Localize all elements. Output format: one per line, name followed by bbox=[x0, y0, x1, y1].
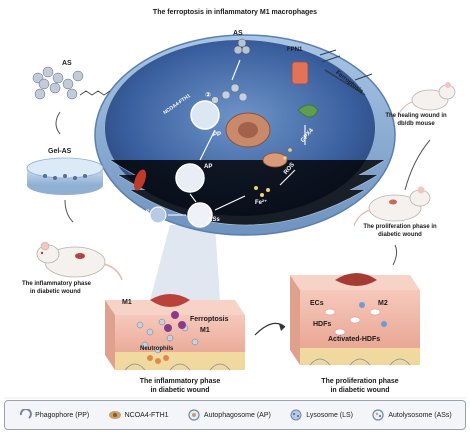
ncoa4-fth1-icon bbox=[108, 411, 121, 419]
arrow-inflam-to-prolif bbox=[254, 322, 286, 336]
inflam-caption-line1: The inflammatory phase bbox=[139, 378, 221, 385]
prolif-mouse-line1: The proliferation phase in bbox=[363, 224, 437, 230]
autolysosome-icon bbox=[372, 409, 384, 421]
legend-label: Phagophore (PP) bbox=[35, 411, 90, 419]
m2-label: M2 bbox=[378, 300, 388, 307]
legend-item-lysosome: Lysosome (LS) bbox=[289, 409, 353, 421]
legend-label: NCOA4-FTH1 bbox=[124, 411, 169, 419]
phagophore bbox=[190, 100, 220, 130]
legend-item-autolysosome: Autolysosome (ASs) bbox=[371, 409, 452, 421]
legend-item-autophagosome: Autophagosome (AP) bbox=[187, 409, 271, 421]
red-organelle bbox=[133, 169, 147, 191]
fe-label: Fe²⁺ bbox=[255, 200, 268, 206]
ferroptosis-arrow bbox=[324, 69, 366, 96]
autolysosome bbox=[187, 202, 213, 228]
diagram-title: The ferroptosis in inflammatory M1 macro… bbox=[152, 9, 318, 16]
legend-label: Lysosome (LS) bbox=[306, 411, 353, 419]
inflam-caption-line2: in diabetic wound bbox=[150, 387, 210, 394]
ass-label: ASs bbox=[208, 217, 220, 223]
prolif-caption-line2: in diabetic wound bbox=[330, 387, 390, 394]
legend: Phagophore (PP) NCOA4-FTH1 Autophagosome… bbox=[4, 400, 466, 430]
healing-line1: The healing wound in bbox=[385, 113, 447, 119]
hdfs-label: HDFs bbox=[313, 321, 332, 328]
legend-item-ncoa4: NCOA4-FTH1 bbox=[108, 409, 169, 421]
as-label: AS bbox=[62, 60, 72, 67]
mouse-proliferation bbox=[353, 186, 431, 227]
mitochondria bbox=[262, 152, 288, 168]
macrophage-cell bbox=[94, 34, 396, 236]
as-structure bbox=[79, 90, 111, 96]
gel-as-label: Gel-AS bbox=[48, 148, 72, 155]
skin-block-proliferation bbox=[290, 273, 420, 366]
as-molecules bbox=[32, 66, 84, 100]
prolif-caption-line1: The proliferation phase bbox=[321, 378, 399, 385]
legend-item-phagophore: Phagophore (PP) bbox=[18, 409, 89, 421]
prolif-mouse-line2: diabetic wound bbox=[378, 232, 422, 238]
pp-label: PP bbox=[213, 132, 222, 138]
left-phase-line2: in diabetic wound bbox=[30, 289, 81, 295]
autophagosome bbox=[175, 163, 205, 193]
gel-as-disc bbox=[26, 157, 104, 195]
phagophore-icon bbox=[20, 409, 33, 419]
ecs-label: ECs bbox=[310, 300, 324, 307]
fpn1-protein bbox=[291, 61, 309, 85]
ferroptosis-skin-label: Ferroptosis bbox=[190, 316, 229, 323]
autophagosome-icon bbox=[188, 409, 200, 421]
gpx4-protein bbox=[297, 104, 319, 118]
skin-block-inflammatory bbox=[105, 294, 245, 371]
m1-label: M1 bbox=[122, 299, 132, 306]
ls-label: LS bbox=[142, 210, 150, 216]
m1b-label: M1 bbox=[200, 327, 210, 334]
mouse-healing bbox=[397, 82, 456, 117]
as-cluster-top bbox=[233, 38, 251, 55]
legend-label: Autolysosome (ASs) bbox=[388, 411, 452, 419]
fpn1-label: FPN1 bbox=[287, 47, 303, 53]
arrow-mouse-to-skin bbox=[392, 244, 398, 266]
zoom-funnel bbox=[150, 225, 220, 300]
step-marker: ② bbox=[205, 92, 211, 99]
healing-line2: db/db mouse bbox=[397, 121, 435, 127]
arrow-as-to-gel bbox=[55, 111, 61, 135]
arrow-gel-to-mouse bbox=[64, 199, 74, 223]
activated-hdfs-label: Activated-HDFs bbox=[328, 336, 381, 343]
legend-label: Autophagosome (AP) bbox=[203, 411, 271, 419]
mouse-inflammatory bbox=[36, 241, 123, 281]
cell-as-label: AS bbox=[233, 30, 243, 37]
lysosome bbox=[149, 206, 167, 224]
arrow-to-healing bbox=[404, 139, 431, 191]
neutrophils-label: Neutrophils bbox=[140, 346, 174, 352]
lysosome-icon bbox=[290, 409, 302, 421]
left-phase-line1: The inflammatory phase bbox=[22, 281, 92, 287]
ap-label: AP bbox=[204, 164, 213, 170]
